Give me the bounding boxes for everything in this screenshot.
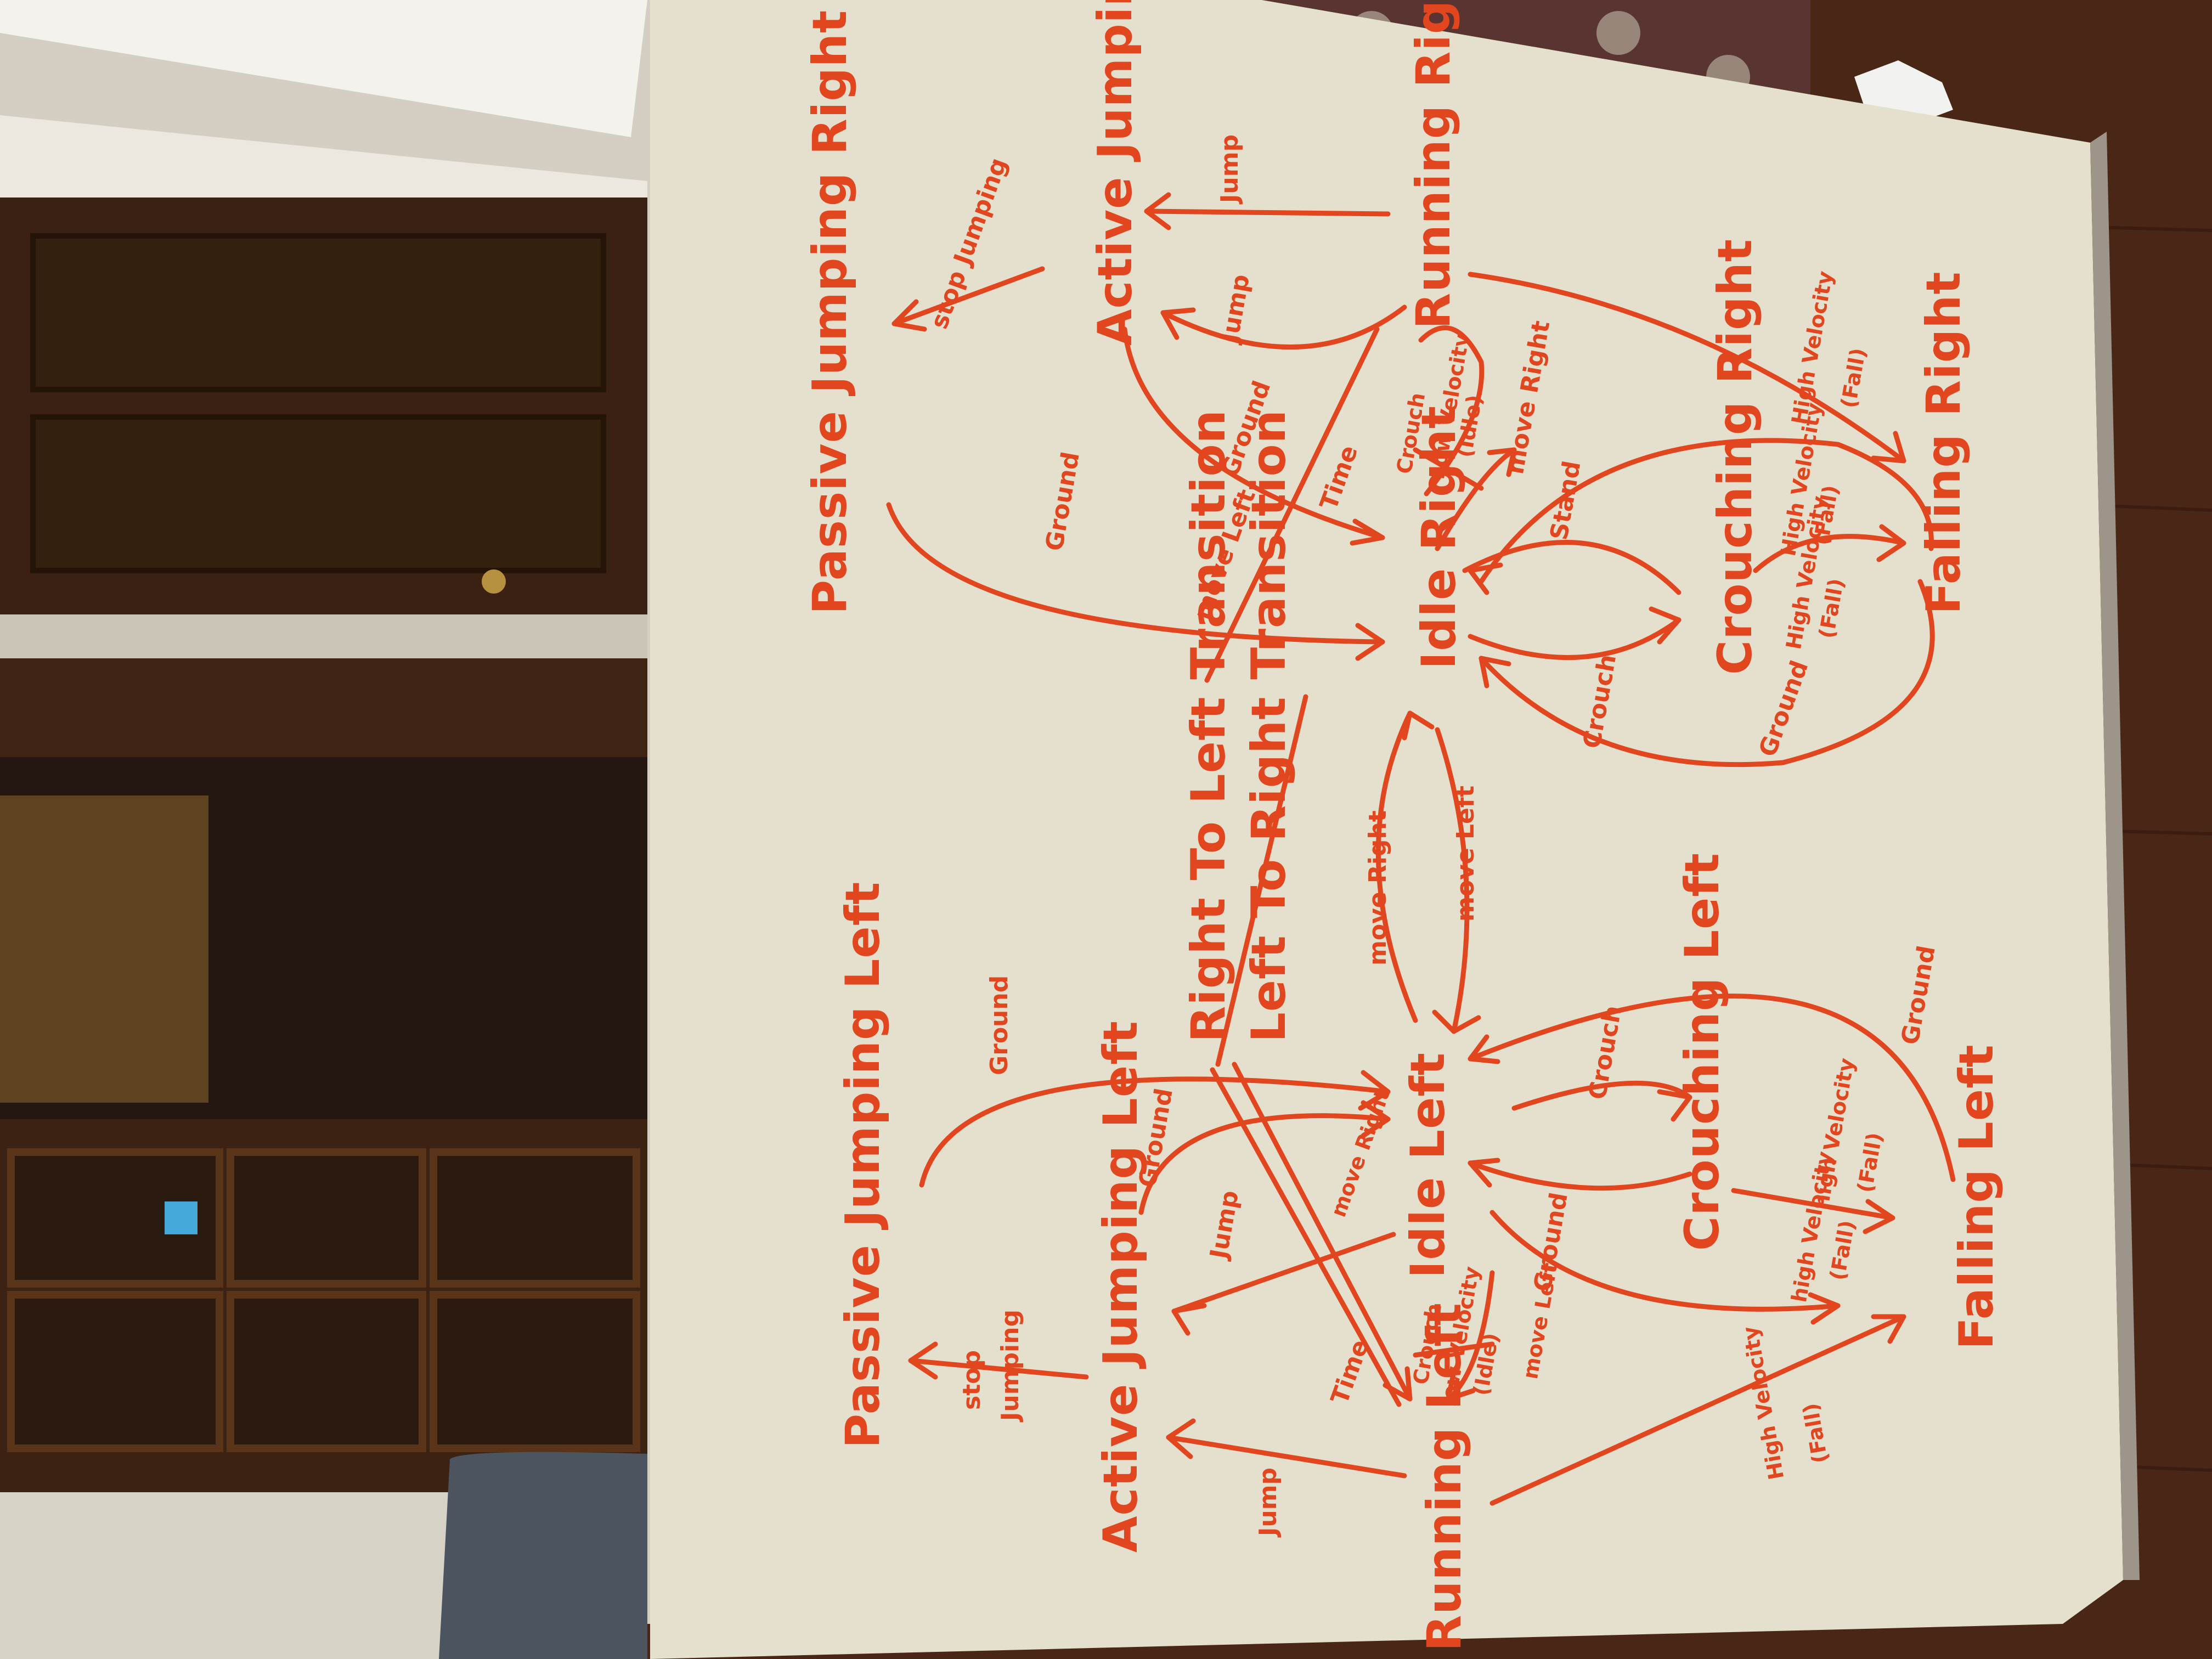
state-idle-left: Idle Left bbox=[1401, 1052, 1455, 1278]
arrowhead bbox=[1649, 606, 1681, 645]
arrow-time-right bbox=[1215, 694, 1308, 1067]
arrowhead bbox=[1808, 1292, 1841, 1325]
arrow-idle-to-falling-left bbox=[1489, 1210, 1841, 1312]
whiteboard-panel bbox=[650, 0, 2123, 1659]
arrow-ground-passive-to-idle bbox=[886, 502, 1385, 645]
arrow-ground-falling-left bbox=[1468, 994, 1956, 1182]
arrow-ground-passive-left bbox=[919, 1076, 1391, 1188]
arrow-move-right-center bbox=[1375, 710, 1418, 1023]
arrow-crouching-to-falling-left bbox=[1731, 1188, 1895, 1221]
state-running-right: Running Right bbox=[1406, 0, 1461, 329]
arrowhead bbox=[1432, 1009, 1481, 1034]
door-knob bbox=[482, 569, 506, 594]
sticky-note bbox=[165, 1201, 198, 1234]
arrowhead bbox=[1361, 1100, 1391, 1138]
arrowhead bbox=[1468, 1158, 1500, 1188]
transition-arrows bbox=[886, 192, 1956, 1506]
arrow-stand-left bbox=[1468, 1160, 1692, 1191]
arrowhead bbox=[1446, 1369, 1476, 1402]
arrow-ground-active-left bbox=[1138, 1113, 1391, 1215]
arrowhead bbox=[1160, 307, 1196, 340]
arrowhead bbox=[1657, 1089, 1692, 1122]
arrow-stop-jumping-right bbox=[891, 266, 1045, 326]
arrow-running-to-falling-left bbox=[1489, 1314, 1906, 1506]
arrow-ground-active-to-idle bbox=[1122, 326, 1385, 540]
state-active-jumping-left: Active Jumping Left bbox=[1093, 1020, 1148, 1553]
arrowhead bbox=[1468, 1034, 1500, 1064]
arrowhead bbox=[1468, 562, 1503, 595]
label-jumping-left: Jumping bbox=[996, 1310, 1024, 1421]
label-move-right-center: move Right bbox=[1364, 810, 1392, 966]
arrowhead bbox=[1479, 656, 1511, 689]
arrow-crouch-left bbox=[1511, 1080, 1692, 1111]
arrowhead bbox=[908, 1341, 938, 1380]
arrow-move-left-running bbox=[1204, 326, 1380, 683]
arrowhead bbox=[1487, 447, 1517, 477]
door-panel bbox=[30, 414, 606, 573]
arrowhead bbox=[1402, 710, 1435, 741]
state-active-jumping-right: Active Jumping Right bbox=[1088, 0, 1143, 346]
state-crouching-left: Crouching Left bbox=[1675, 853, 1730, 1251]
wall bbox=[0, 614, 647, 658]
state-crouching-right: Crouching Right bbox=[1708, 239, 1763, 675]
crouch-divider-right bbox=[1413, 447, 1484, 491]
arrowhead bbox=[1876, 524, 1906, 562]
arrowhead bbox=[1871, 431, 1906, 464]
arrow-move-left-running bbox=[1446, 1270, 1495, 1402]
arrow-crouch-down bbox=[1468, 617, 1681, 661]
arrow-jump-running-left bbox=[1166, 1435, 1407, 1479]
arrow-jump-idle-left bbox=[1171, 1232, 1396, 1314]
state-falling-left: Falling Left bbox=[1949, 1044, 2004, 1350]
state-passive-jumping-left: Passive Jumping Left bbox=[836, 881, 890, 1448]
arrowhead bbox=[891, 299, 927, 332]
arrowhead bbox=[1171, 1303, 1207, 1336]
arrowhead bbox=[1863, 1199, 1895, 1234]
arrow-move-right-left bbox=[1210, 1067, 1402, 1407]
label-stop-left: stop bbox=[958, 1350, 986, 1410]
arrow-jump-running-to-active bbox=[1144, 208, 1391, 217]
glass-door-panes bbox=[7, 1148, 640, 1452]
back-room-light bbox=[0, 795, 208, 1103]
state-right-to-left-transition: Right To Left Transition bbox=[1181, 409, 1236, 1042]
arrow-jump-idle-to-active bbox=[1160, 304, 1407, 350]
arrowhead bbox=[1355, 623, 1385, 661]
arrowhead bbox=[1166, 1418, 1196, 1459]
label-jump-left-2: Jump bbox=[1254, 1467, 1282, 1536]
arrowhead bbox=[1144, 192, 1171, 230]
label-jump-right-1: Jump bbox=[1216, 134, 1244, 203]
door-frame bbox=[0, 658, 647, 757]
arrow-running-falls bbox=[1468, 272, 1906, 464]
arrowhead bbox=[1350, 518, 1385, 546]
chair bbox=[439, 1452, 647, 1659]
arrow-ground-falling-to-idle bbox=[1479, 579, 1935, 768]
arrow-stop-jumping-left bbox=[908, 1358, 1089, 1380]
label-move-left-right-2: move Left bbox=[1452, 786, 1480, 922]
arrow-running-to-falling-right bbox=[1479, 438, 1934, 584]
arrow-move-left-center bbox=[1435, 727, 1470, 1034]
arrowhead bbox=[1871, 1314, 1906, 1344]
crouch-divider-left bbox=[1413, 1341, 1495, 1358]
arrow-stand-up bbox=[1462, 540, 1681, 595]
whiteboard-edge bbox=[2090, 132, 2140, 1580]
state-passive-jumping-right: Passive Jumping Right bbox=[803, 9, 857, 614]
paper-sheet bbox=[0, 0, 647, 137]
arrow-time-left bbox=[1232, 1062, 1413, 1402]
label-ground-left-1: Ground bbox=[985, 975, 1013, 1075]
arrow-crouching-to-falling bbox=[1753, 534, 1906, 573]
arrow-running-to-idle bbox=[1418, 325, 1485, 496]
state-falling-right: Falling Right bbox=[1916, 271, 1971, 615]
door-panel bbox=[30, 233, 606, 392]
